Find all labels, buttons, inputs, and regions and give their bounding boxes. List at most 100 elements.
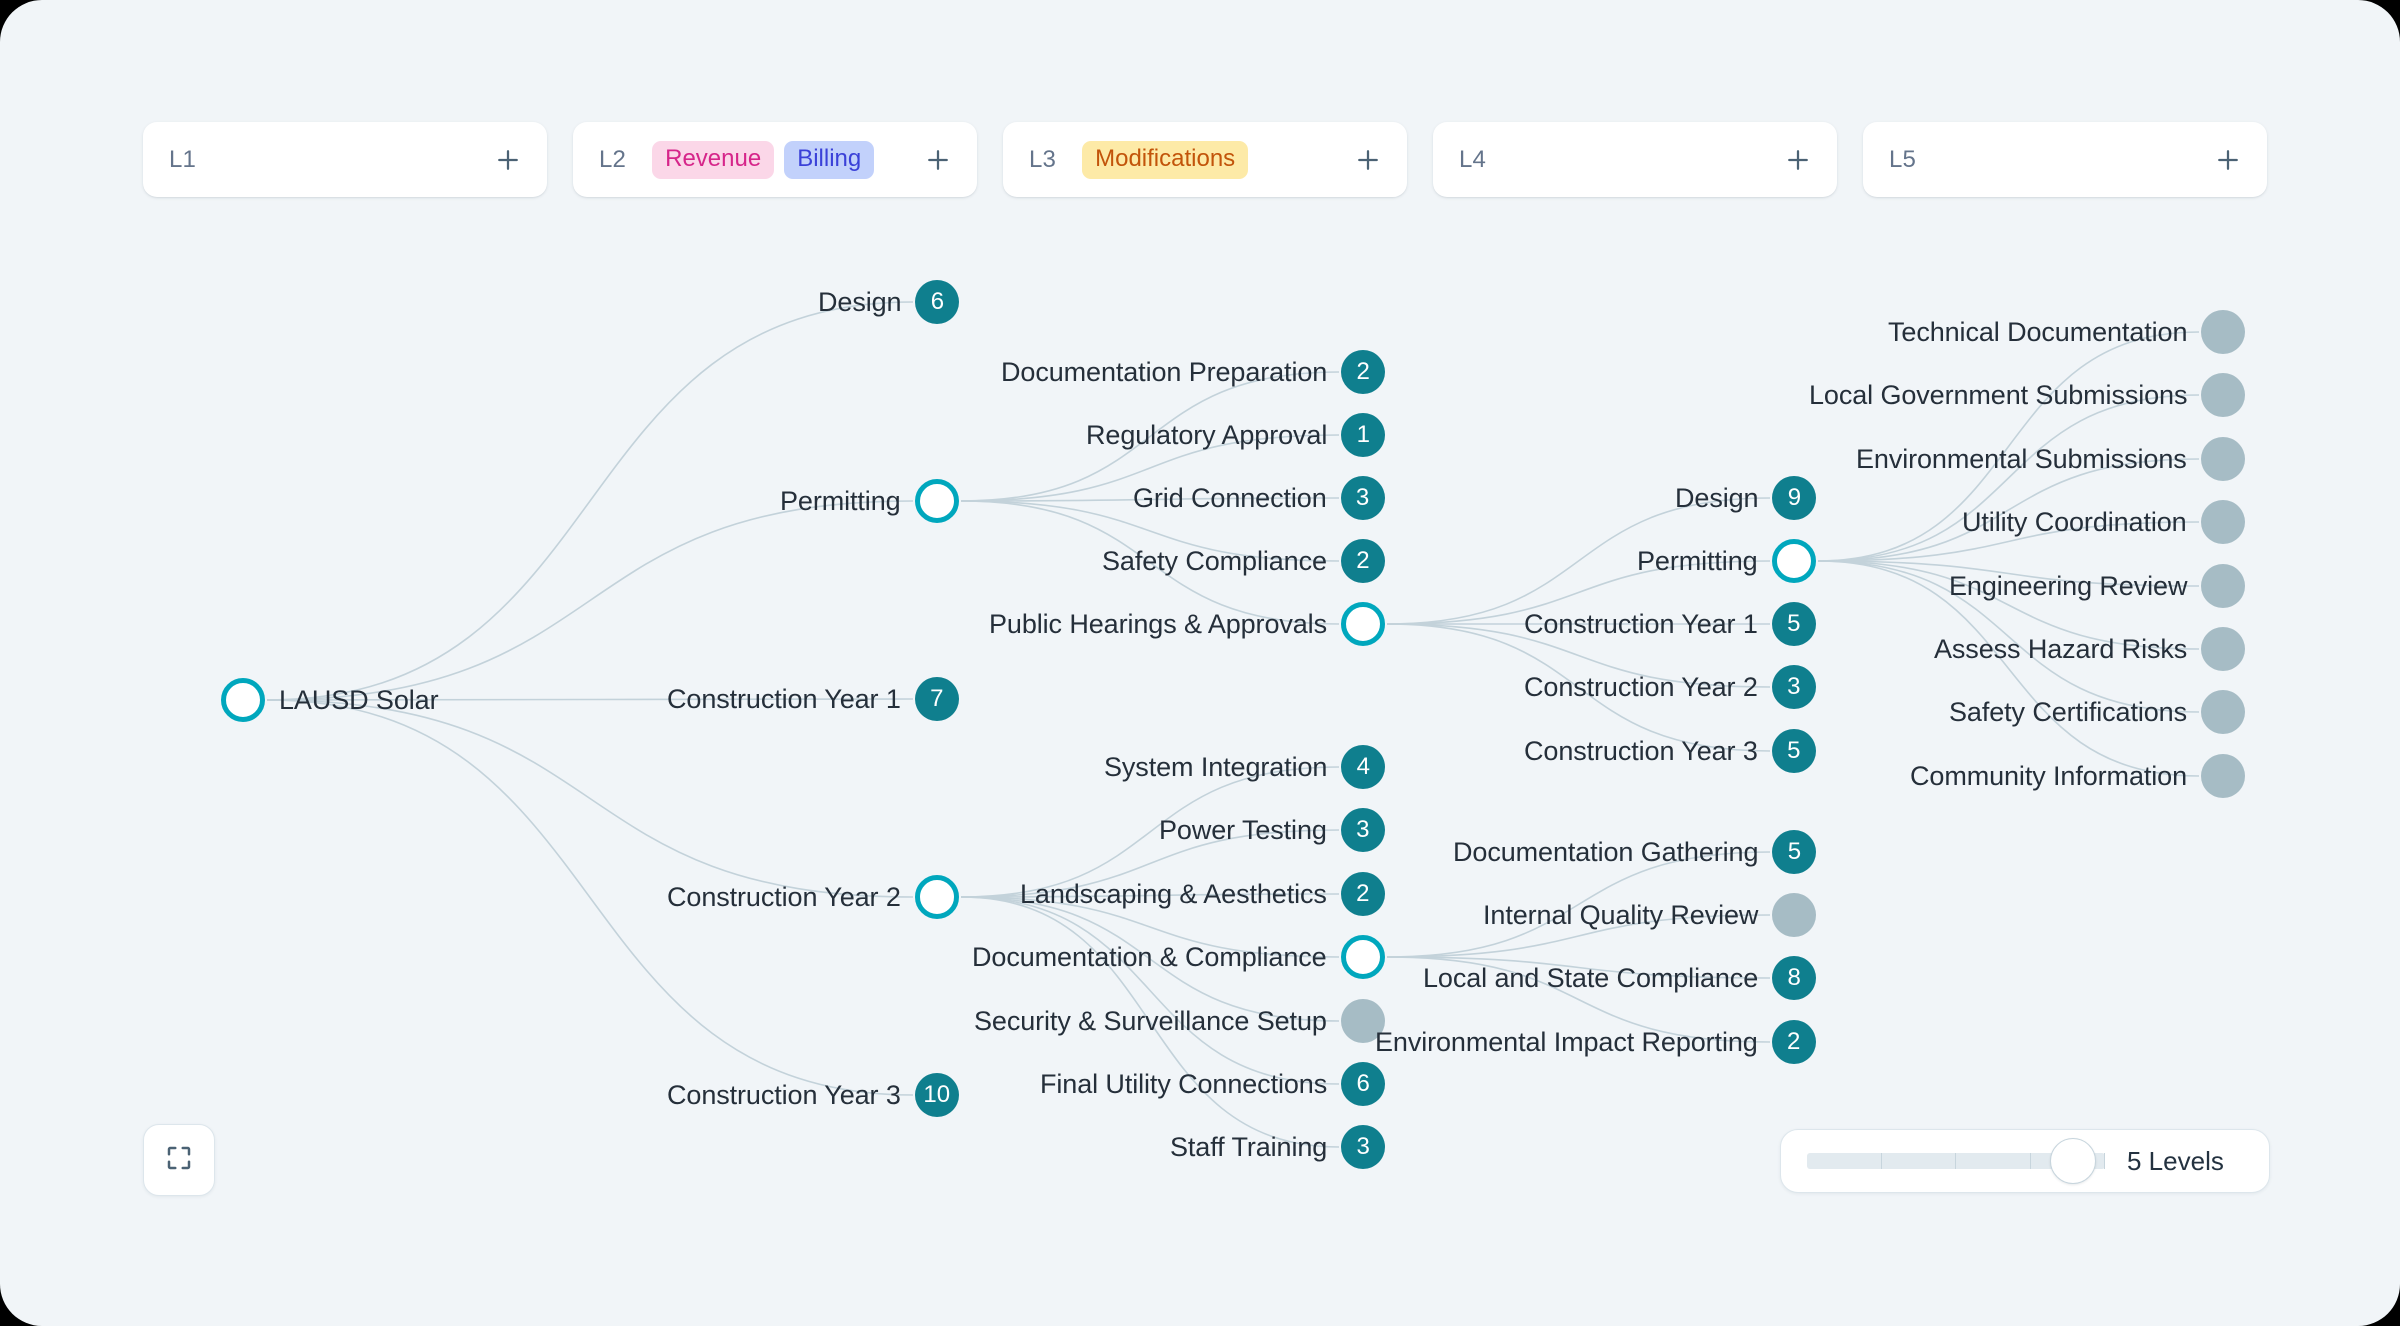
tree-node-leaf-dot[interactable] <box>2201 627 2246 671</box>
tree-node-count-badge[interactable]: 10 <box>914 1073 959 1117</box>
tree-edge <box>266 698 914 701</box>
tree-node-count-badge[interactable]: 6 <box>915 280 960 324</box>
level-card-l4[interactable]: L4 <box>1433 122 1837 197</box>
tree-node[interactable]: LAUSD Solar <box>221 678 439 722</box>
plus-icon[interactable] <box>921 143 955 177</box>
tree-node-expanded-handle[interactable] <box>1771 539 1816 583</box>
tree-node-leaf-dot[interactable] <box>2201 310 2246 354</box>
tree-node-count-badge[interactable]: 6 <box>1341 1062 1386 1106</box>
tree-node-count-badge[interactable]: 3 <box>1340 476 1385 520</box>
tree-node-leaf-dot[interactable] <box>1340 999 1385 1043</box>
tree-node-count-badge[interactable]: 2 <box>1771 1020 1816 1064</box>
tree-edge <box>1386 851 1771 958</box>
tree-node-count-badge[interactable]: 2 <box>1340 872 1385 916</box>
tree-node-count-badge[interactable]: 2 <box>1341 350 1386 394</box>
level-card-name: L5 <box>1889 145 1917 173</box>
depth-slider-thumb[interactable] <box>2050 1138 2096 1184</box>
tree-node[interactable]: Security & Surveillance Setup <box>974 999 1385 1043</box>
tree-node[interactable]: Environmental Submissions <box>1856 437 2245 481</box>
tree-node-expanded-handle[interactable] <box>1340 935 1385 979</box>
tree-node[interactable]: Assess Hazard Risks <box>1934 627 2246 671</box>
tree-node-leaf-dot[interactable] <box>2201 373 2246 417</box>
tree-node[interactable]: Utility Coordination <box>1962 500 2245 544</box>
tree-edge <box>266 301 914 701</box>
tree-node[interactable]: Staff Training 3 <box>1170 1125 1386 1169</box>
tree-node-label: Staff Training <box>1170 1131 1328 1162</box>
tree-node-count-badge[interactable]: 7 <box>914 677 959 721</box>
tree-node-count-badge[interactable]: 5 <box>1771 729 1816 773</box>
tree-node-count-badge[interactable]: 9 <box>1772 476 1817 520</box>
tree-node-label: Construction Year 2 <box>1524 671 1758 702</box>
tree-node[interactable]: Local Government Submissions <box>1809 373 2246 417</box>
tree-node-expanded-handle[interactable] <box>914 479 959 523</box>
tree-node-count-badge[interactable]: 3 <box>1341 1125 1386 1169</box>
tree-node-count-badge[interactable]: 3 <box>1340 808 1385 852</box>
level-card-l1[interactable]: L1 <box>143 122 547 197</box>
tree-node-leaf-dot[interactable] <box>2200 437 2245 481</box>
tree-node[interactable]: Technical Documentation <box>1888 310 2246 354</box>
tree-node-count-badge[interactable]: 4 <box>1341 745 1386 789</box>
level-card-l5[interactable]: L5 <box>1863 122 2267 197</box>
tree-node-label: Utility Coordination <box>1962 506 2187 537</box>
tree-node-expanded-handle[interactable] <box>221 678 265 722</box>
tree-node[interactable]: Internal Quality Review <box>1483 893 1817 937</box>
tree-edge <box>266 699 914 898</box>
tree-node-count-badge[interactable]: 5 <box>1771 602 1816 646</box>
tree-node-count-badge[interactable]: 2 <box>1340 539 1385 583</box>
tree-node[interactable]: Construction Year 2 <box>667 875 959 919</box>
level-chip-modifications[interactable]: Modifications <box>1082 140 1249 179</box>
tree-edge <box>960 896 1340 1022</box>
level-chip-revenue[interactable]: Revenue <box>652 140 775 179</box>
tree-node-leaf-dot[interactable] <box>2201 690 2245 734</box>
tree-node-expanded-handle[interactable] <box>914 875 959 919</box>
tree-node-expanded-handle[interactable] <box>1340 602 1385 646</box>
plus-icon[interactable] <box>491 143 525 177</box>
depth-slider-tick <box>1955 1153 1956 1169</box>
plus-icon[interactable] <box>1781 143 1815 177</box>
tree-node[interactable]: Documentation & Compliance <box>972 935 1385 979</box>
tree-node-leaf-dot[interactable] <box>2201 754 2245 798</box>
tree-node-leaf-dot[interactable] <box>2200 500 2245 544</box>
plus-icon[interactable] <box>1351 143 1385 177</box>
tree-node[interactable]: Permitting <box>1637 539 1816 583</box>
fit-to-screen-button[interactable] <box>143 1124 215 1196</box>
level-card-name: L4 <box>1459 145 1487 173</box>
tree-edge <box>1386 560 1771 625</box>
tree-node-leaf-dot[interactable] <box>1772 893 1817 937</box>
plus-icon[interactable] <box>2211 143 2245 177</box>
tree-node-count-badge[interactable]: 1 <box>1341 413 1386 457</box>
tree-node[interactable]: Engineering Review <box>1949 564 2246 608</box>
depth-slider[interactable] <box>1807 1138 2105 1184</box>
tree-node-leaf-dot[interactable] <box>2201 564 2246 608</box>
tree-node[interactable]: Community Information <box>1910 754 2245 798</box>
tree-node[interactable]: Permitting <box>780 479 959 523</box>
tree-node-count-badge[interactable]: 3 <box>1771 665 1816 709</box>
tree-node[interactable]: Construction Year 2 3 <box>1524 665 1816 709</box>
tree-node[interactable]: Public Hearings & Approvals <box>989 602 1385 646</box>
level-chip-billing[interactable]: Billing <box>784 140 875 179</box>
tree-node-count-badge[interactable]: 8 <box>1772 956 1817 1000</box>
tree-node[interactable]: Safety Certifications <box>1949 690 2245 734</box>
tree-node-count-badge[interactable]: 5 <box>1772 830 1817 874</box>
